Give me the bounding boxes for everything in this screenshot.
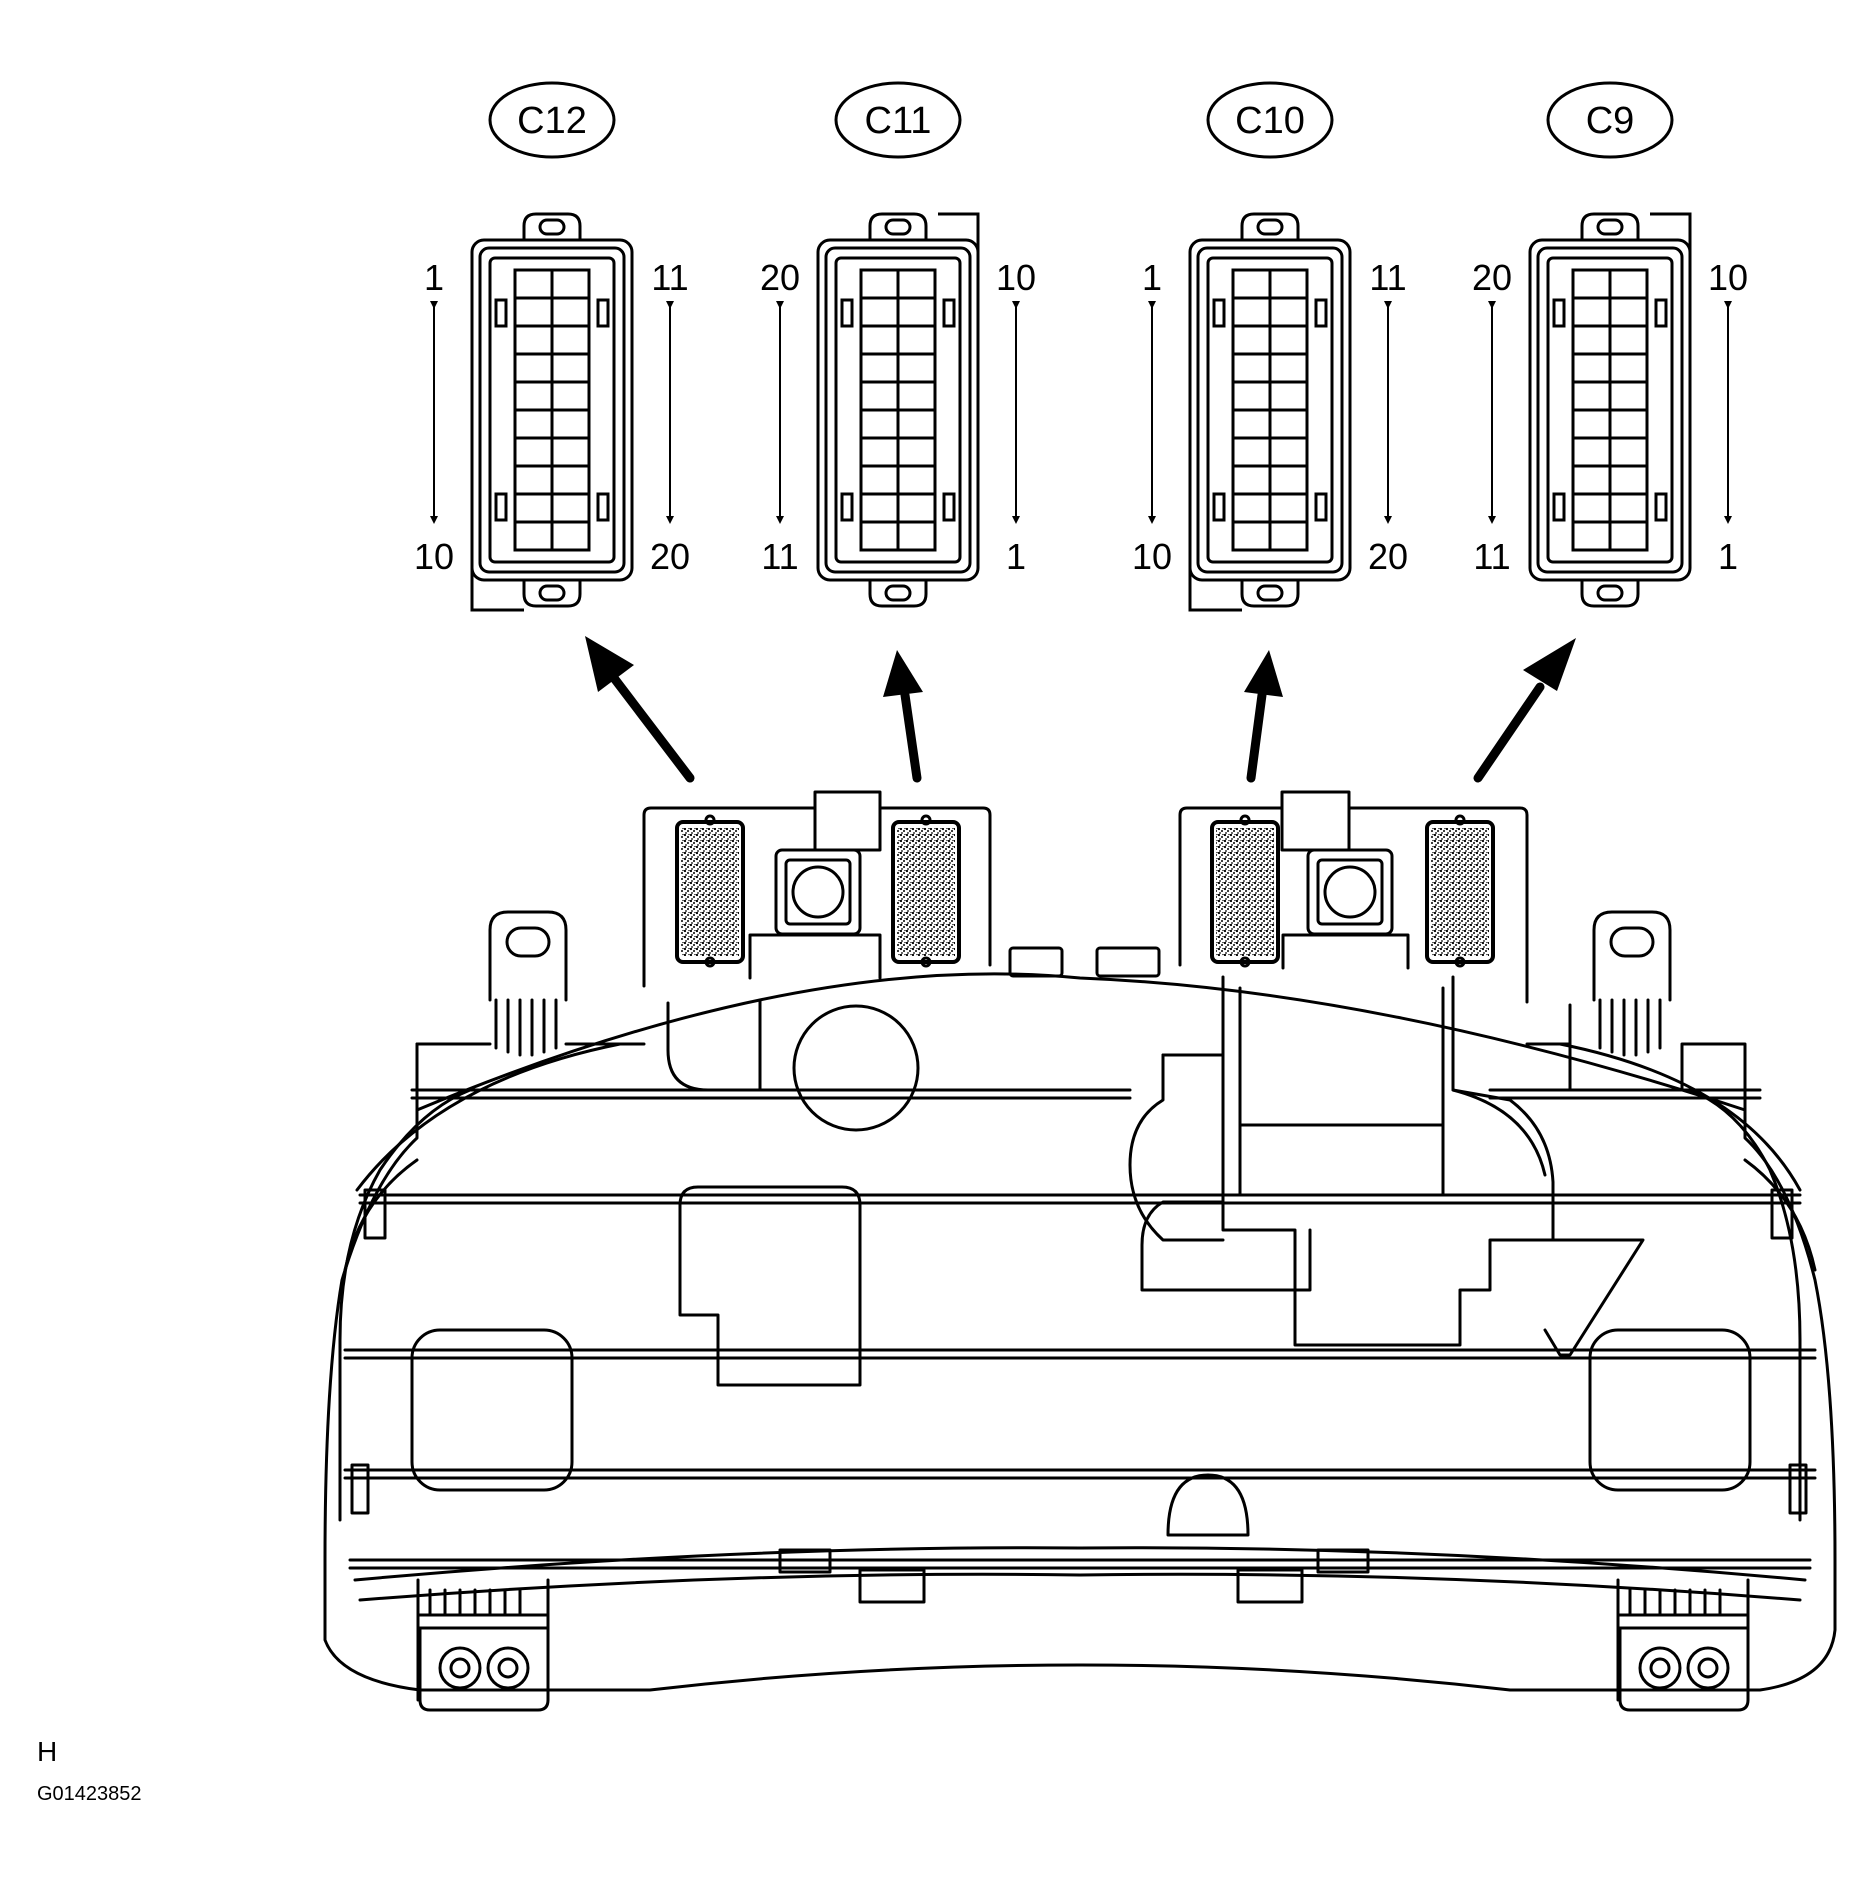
- arrow-c11: [883, 650, 923, 783]
- connector-bottom-ear: [522, 580, 582, 608]
- connector-id-label: C9: [1586, 100, 1635, 142]
- connector-top-ear: [1240, 212, 1300, 240]
- connector-c11: C11 20 11 10 1: [760, 81, 1036, 608]
- connector-id-ellipse: [834, 81, 962, 159]
- connectors-group: C12 1 10 11 20 C11 20 11 10 1 C10 1 10 11 20 C9 20 11 10 1: [414, 81, 1748, 612]
- lower-left-mount: [416, 1578, 550, 1712]
- connector-bottom-ear: [1240, 580, 1300, 608]
- pin-label-left-top: 20: [760, 257, 800, 298]
- arrow-c9: [1473, 638, 1576, 783]
- pin-label-left-bottom: 10: [414, 536, 454, 577]
- pin-label-left-top: 1: [424, 257, 444, 298]
- pin-label-right-top: 10: [1708, 257, 1748, 298]
- pin-label-right-top: 10: [996, 257, 1036, 298]
- arrow-c10: [1244, 650, 1283, 783]
- pin-label-left-bottom: 10: [1132, 536, 1172, 577]
- connector-top-ear: [1580, 212, 1640, 240]
- connector-id-ellipse: [1546, 81, 1674, 159]
- pin-label-left-bottom: 11: [1473, 536, 1510, 577]
- connector-id-label: C10: [1235, 100, 1305, 142]
- pin-label-right-bottom: 1: [1006, 536, 1026, 577]
- connector-bottom-ear: [868, 580, 928, 608]
- pin-label-left-top: 1: [1142, 257, 1162, 298]
- pin-label-left-bottom: 11: [761, 536, 798, 577]
- connector-id-label: C11: [865, 100, 932, 142]
- connector-id-ellipse: [1206, 81, 1334, 159]
- pin-label-right-bottom: 1: [1718, 536, 1738, 577]
- pin-label-left-top: 20: [1472, 257, 1512, 298]
- figure-mark: H: [37, 1736, 58, 1767]
- pin-label-right-bottom: 20: [650, 536, 690, 577]
- connector-c12: C12 1 10 11 20: [414, 81, 690, 612]
- upper-right-mount: [1592, 910, 1672, 1057]
- pointer-arrows: [585, 636, 1576, 783]
- connector-id-label: C12: [517, 100, 587, 142]
- connector-c10: C10 1 10 11 20: [1132, 81, 1408, 612]
- figure-code: G01423852: [37, 1783, 142, 1805]
- connector-outer-shell: [1188, 238, 1352, 582]
- connector-c9: C9 20 11 10 1: [1472, 81, 1748, 608]
- connector-outer-shell: [816, 238, 980, 582]
- pin-label-right-top: 11: [651, 257, 688, 298]
- connector-top-ear: [522, 212, 582, 240]
- connector-outer-shell: [470, 238, 634, 582]
- pin-label-right-bottom: 20: [1368, 536, 1408, 577]
- left-connector-housing: [642, 790, 992, 988]
- connector-bottom-ear: [1580, 580, 1640, 608]
- upper-left-mount: [488, 910, 568, 1057]
- arrow-c12: [585, 636, 695, 783]
- lower-right-mount: [1616, 1578, 1750, 1712]
- connector-id-ellipse: [488, 81, 616, 159]
- connector-top-ear: [868, 212, 928, 240]
- pin-label-right-top: 11: [1369, 257, 1406, 298]
- instrument-cluster: [323, 790, 1837, 1712]
- connector-outer-shell: [1528, 238, 1692, 582]
- right-connector-housing: [1178, 790, 1529, 1004]
